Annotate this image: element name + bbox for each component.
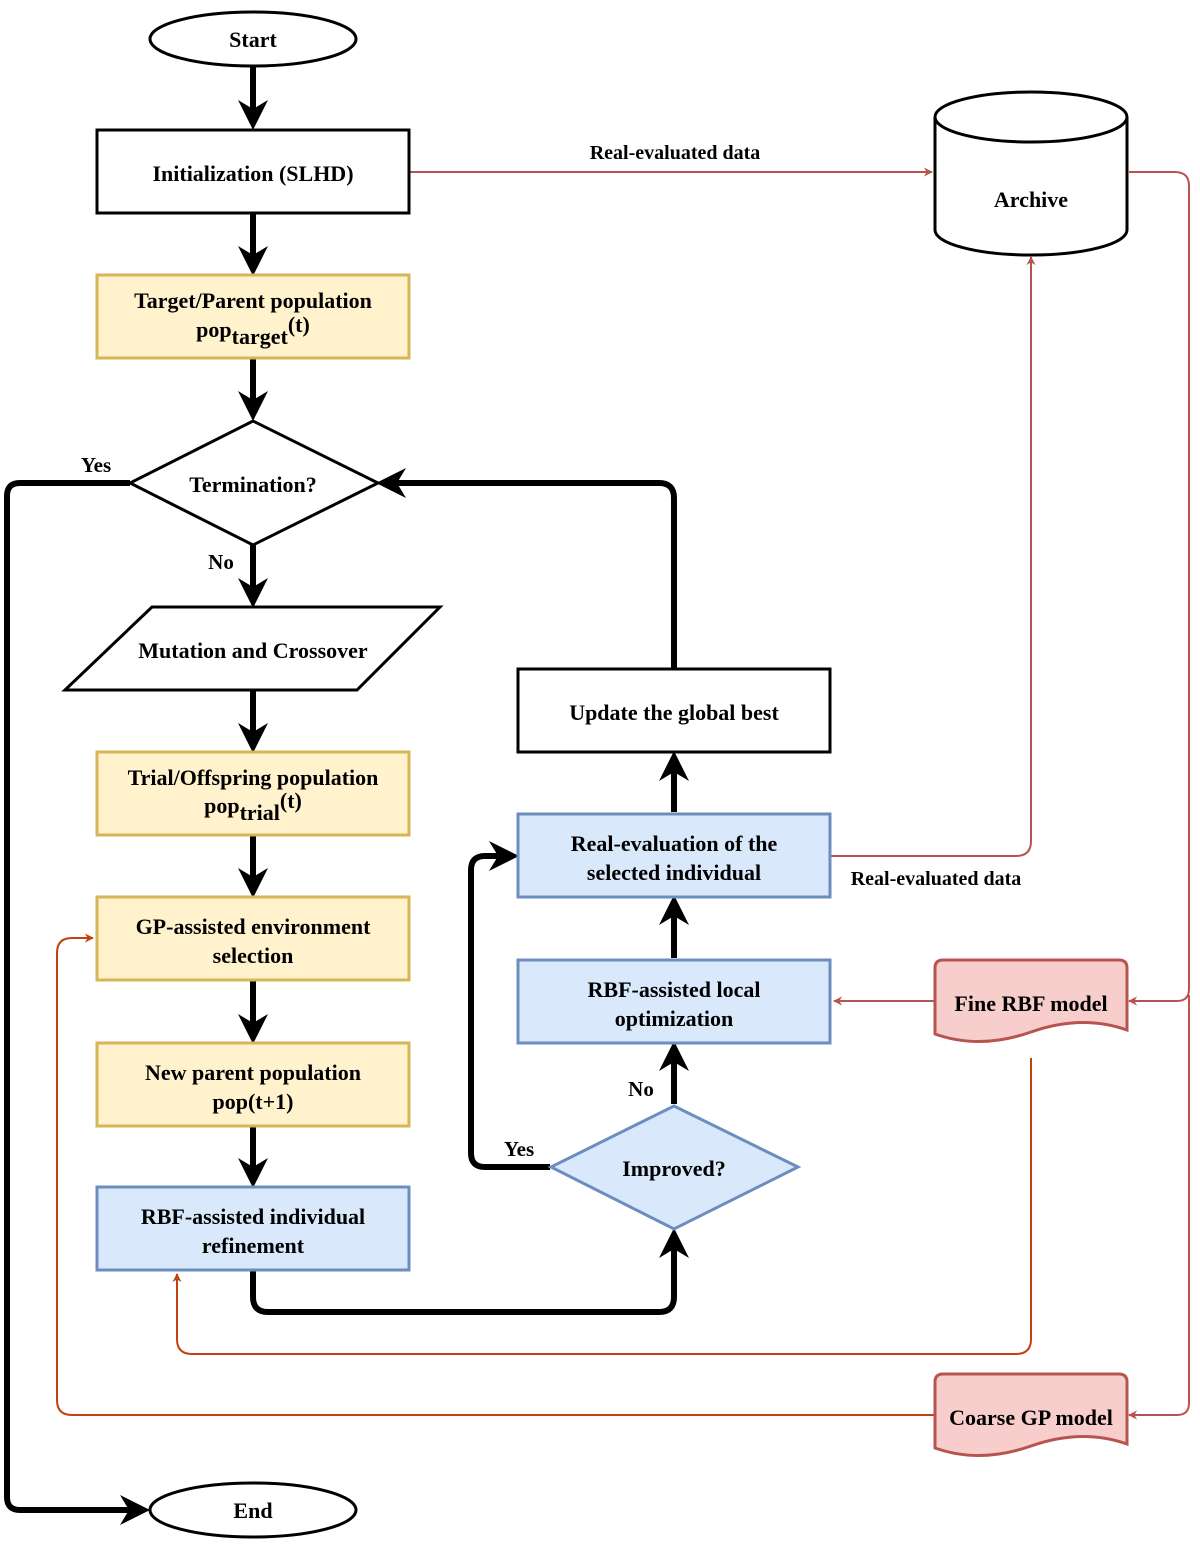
termination-decision: Termination? (126, 419, 382, 547)
end-node: End (148, 1481, 358, 1539)
update-best-node: Update the global best (516, 667, 832, 754)
improved-label: Improved? (622, 1156, 726, 1181)
new-parent-label-1: New parent population (145, 1060, 361, 1085)
trial-population-label: Trial/Offspring population (128, 765, 379, 790)
mutation-crossover-node: Mutation and Crossover (61, 605, 444, 692)
improved-decision: Improved? (547, 1104, 802, 1231)
edge-rbfrefine-to-improved (250, 1228, 689, 1315)
archive-database: Archive (933, 90, 1129, 257)
edge-finerbf-to-rbfrefine (172, 1058, 1032, 1355)
fine-rbf-label: Fine RBF model (954, 991, 1107, 1016)
init-node: Initialization (SLHD) (95, 128, 411, 215)
coarse-gp-model-node: Coarse GP model (933, 1372, 1129, 1457)
improved-no-label: No (628, 1077, 654, 1101)
trial-population-formula: poptrial(t) (204, 788, 302, 825)
new-parent-label-2: pop(t+1) (213, 1089, 294, 1114)
edge-archive-to-finerbf (1128, 171, 1190, 1006)
archive-label: Archive (994, 187, 1068, 212)
rbf-refinement-label-1: RBF-assisted individual (141, 1204, 365, 1229)
gp-selection-node: GP-assisted environment selection (95, 895, 411, 982)
data-flow-edges (409, 167, 1190, 1420)
real-evaluated-data-label-top: Real-evaluated data (590, 142, 761, 164)
trial-population-node: Trial/Offspring population poptrial(t) (95, 750, 411, 837)
improved-yes-label: Yes (504, 1137, 534, 1161)
gp-selection-label-1: GP-assisted environment (136, 914, 372, 939)
edge-archive-to-coarsegp (1128, 995, 1190, 1420)
termination-label: Termination? (189, 472, 317, 497)
target-population-label: Target/Parent population (134, 288, 372, 313)
update-best-label: Update the global best (569, 700, 779, 725)
start-label: Start (229, 27, 277, 52)
real-evaluation-label-1: Real-evaluation of the (571, 831, 778, 856)
start-node: Start (148, 10, 358, 68)
rbf-refinement-label-2: refinement (202, 1233, 305, 1258)
target-population-node: Target/Parent population poptarget(t) (95, 273, 411, 360)
real-evaluated-data-label-mid: Real-evaluated data (851, 868, 1022, 890)
real-evaluation-node: Real-evaluation of the selected individu… (516, 812, 832, 899)
main-flow-edges (4, 66, 689, 1525)
edge-improved-yes-to-realeval (468, 841, 550, 1170)
rbf-local-optimization-node: RBF-assisted local optimization (516, 958, 832, 1045)
rbf-local-label-1: RBF-assisted local (588, 977, 761, 1002)
new-parent-node: New parent population pop(t+1) (95, 1041, 411, 1128)
real-evaluation-label-2: selected individual (587, 860, 761, 885)
gp-selection-label-2: selection (213, 943, 294, 968)
termination-no-label: No (208, 550, 234, 574)
edge-termination-yes-to-end (4, 480, 150, 1525)
model-feedback-edges (56, 933, 1032, 1416)
init-label: Initialization (SLHD) (152, 161, 353, 186)
fine-rbf-model-node: Fine RBF model (933, 958, 1129, 1043)
target-population-formula: poptarget(t) (196, 312, 310, 349)
rbf-refinement-node: RBF-assisted individual refinement (95, 1185, 411, 1272)
edge-realeval-to-archive (831, 256, 1036, 857)
rbf-local-label-2: optimization (615, 1006, 734, 1031)
end-label: End (233, 1498, 272, 1523)
coarse-gp-label: Coarse GP model (949, 1405, 1113, 1430)
mutation-crossover-label: Mutation and Crossover (138, 638, 368, 663)
edge-coarsegp-to-gpsel (56, 933, 934, 1416)
edge-update-to-termination (376, 468, 677, 668)
termination-yes-label: Yes (81, 453, 111, 477)
